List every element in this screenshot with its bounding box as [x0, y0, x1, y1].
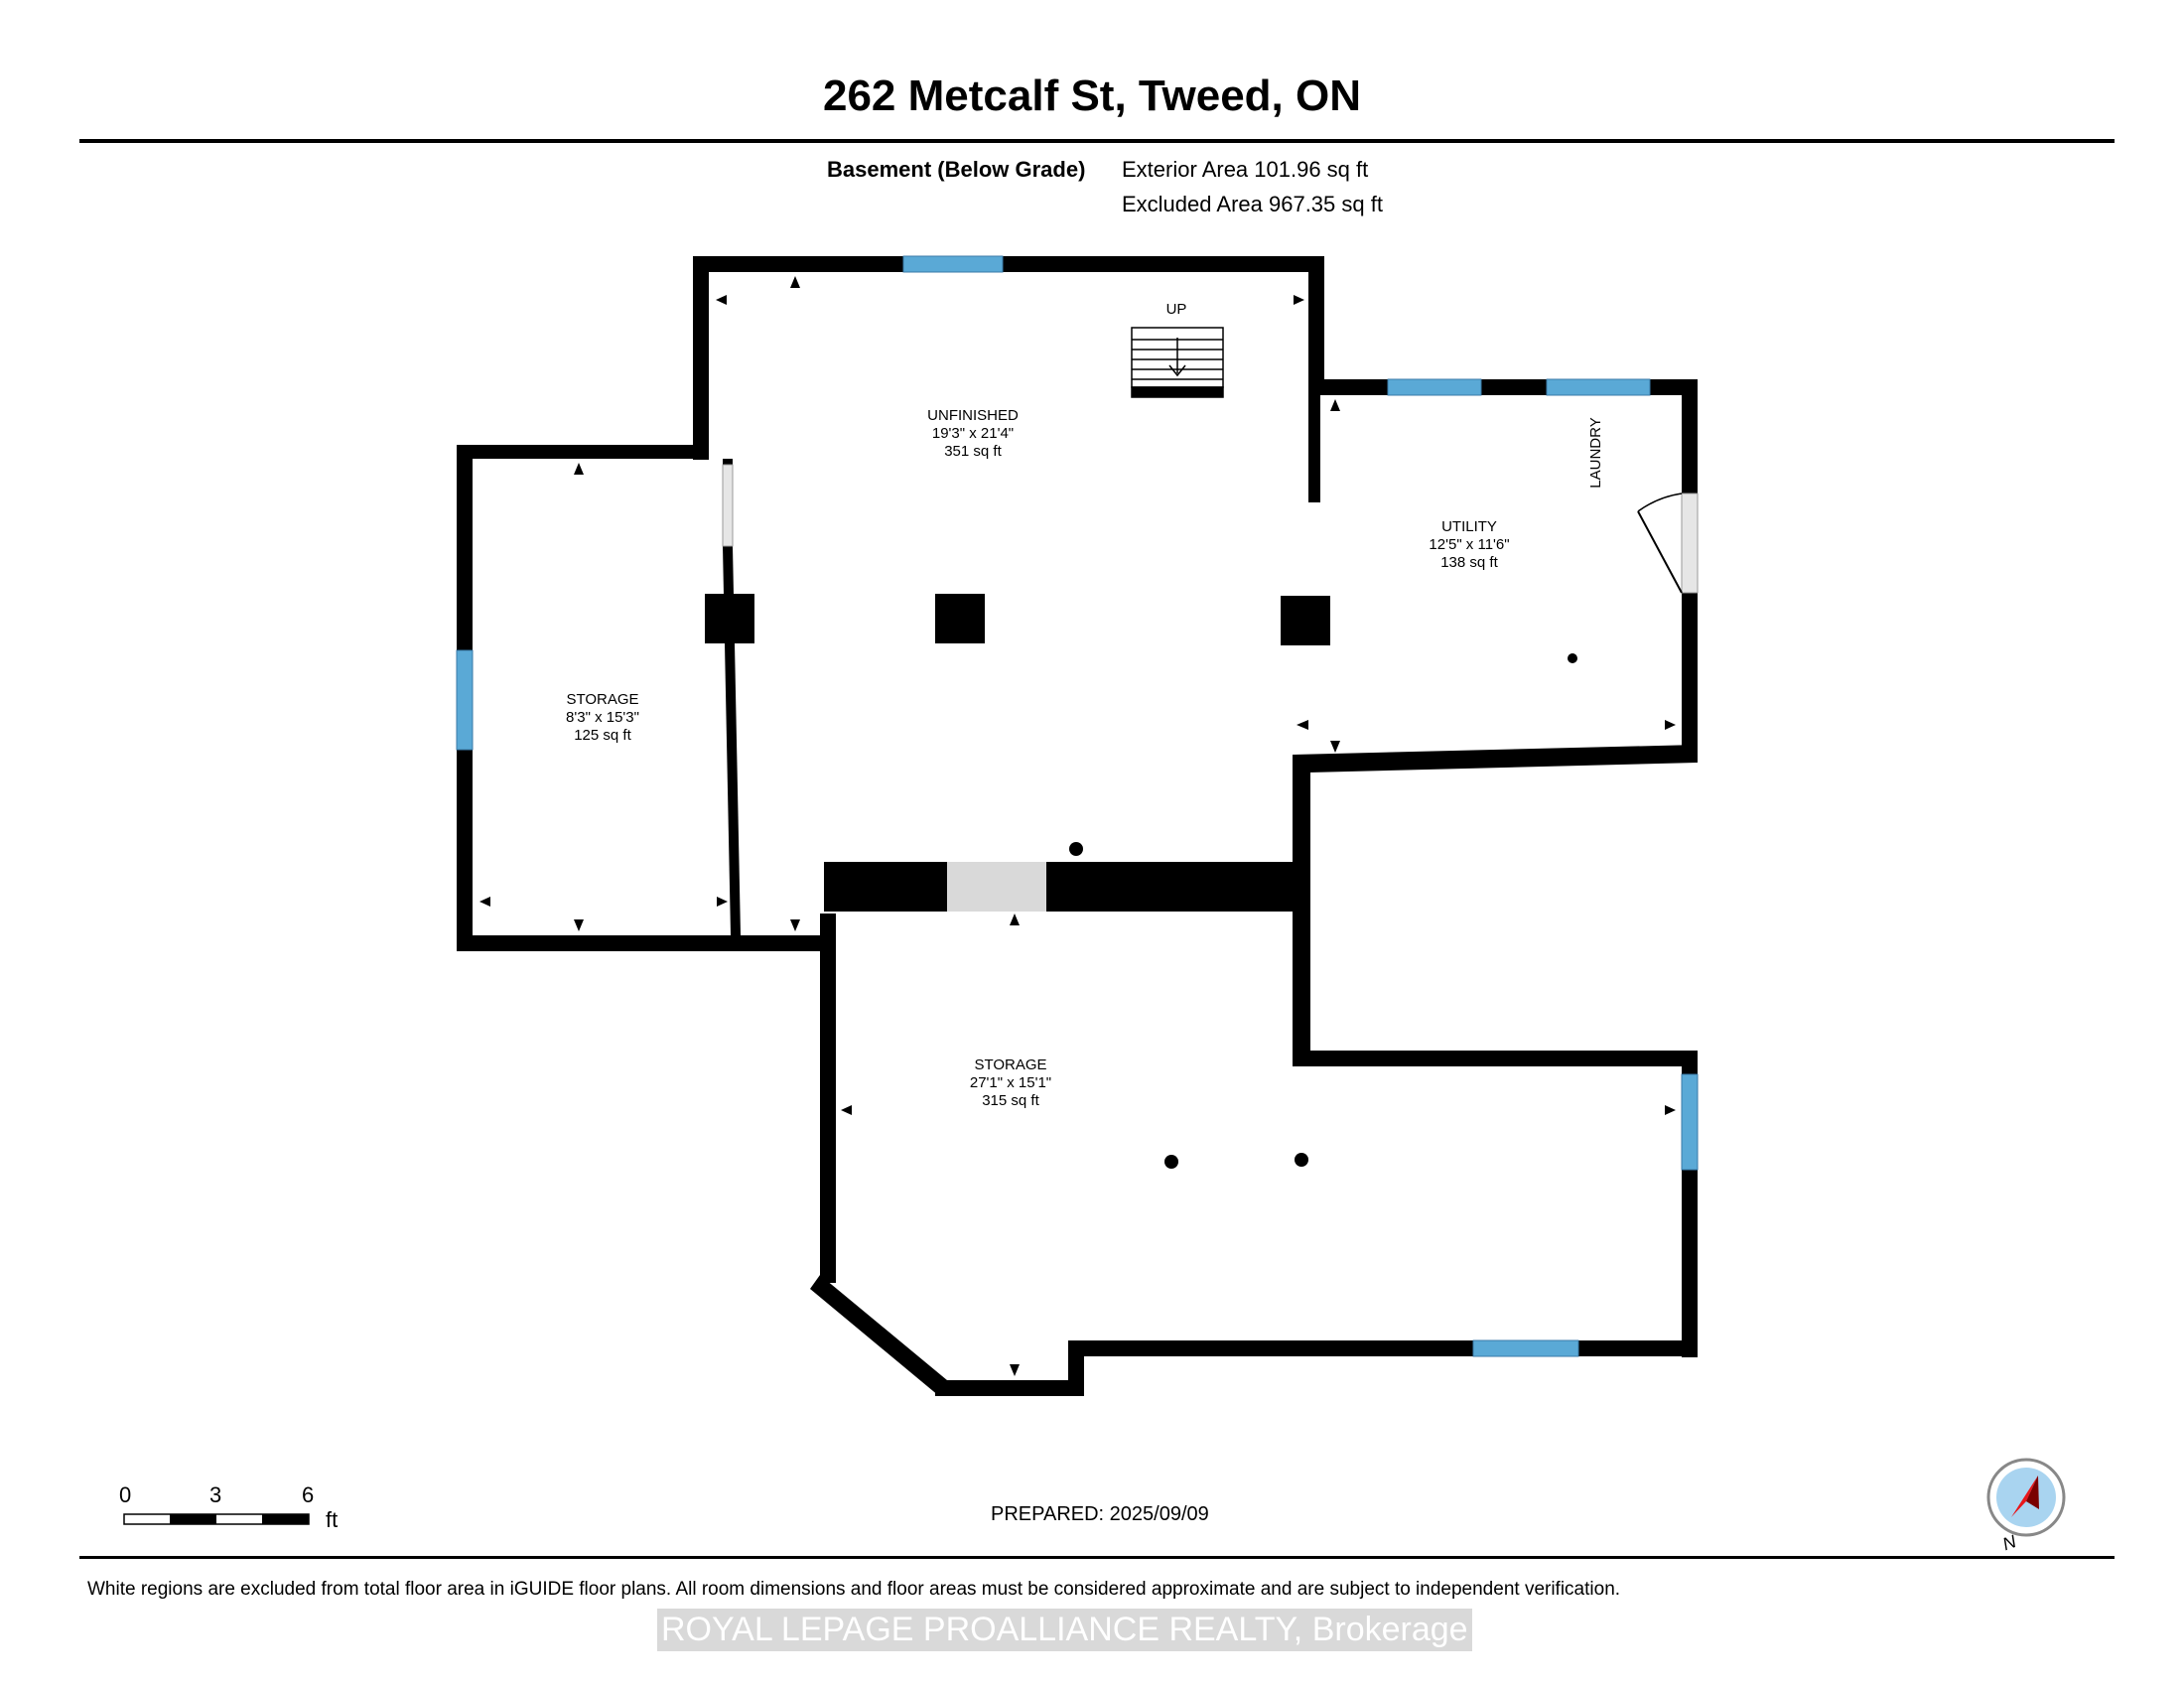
room-name-utility: UTILITY	[1441, 518, 1497, 535]
scale-unit: ft	[326, 1507, 339, 1532]
room-area-unfinished: 351 sq ft	[944, 443, 1002, 460]
header-rule	[79, 139, 2115, 143]
scale-tick-3: 3	[209, 1482, 222, 1507]
window	[902, 255, 1004, 273]
door-opening	[947, 862, 1046, 912]
stairs	[1131, 327, 1224, 398]
room-area-storage-bottom: 315 sq ft	[982, 1092, 1039, 1109]
compass-icon: N	[1986, 1458, 2066, 1554]
prepared-date: PREPARED: 2025/09/09	[991, 1503, 1209, 1525]
window	[1681, 1073, 1699, 1171]
scale-tick-0: 0	[119, 1482, 132, 1507]
room-name-storage-bottom: STORAGE	[974, 1056, 1046, 1073]
excluded-area: Excluded Area 967.35 sq ft	[1122, 192, 1383, 216]
window	[456, 649, 474, 751]
room-dims-storage-bottom: 27'1" x 15'1"	[970, 1074, 1051, 1091]
door-swing	[1637, 492, 1683, 512]
room-dims-storage-left: 8'3" x 15'3"	[566, 709, 639, 726]
door-opening	[722, 464, 734, 547]
room-dims-utility: 12'5" x 11'6"	[1429, 536, 1509, 553]
room-area-storage-left: 125 sq ft	[574, 727, 631, 744]
room-name-unfinished: UNFINISHED	[927, 407, 1019, 424]
window	[1387, 378, 1482, 396]
stairs-label: UP	[1166, 301, 1187, 318]
room-area-utility: 138 sq ft	[1440, 554, 1498, 571]
room-dims-unfinished: 19'3" x 21'4"	[932, 425, 1014, 442]
scale-tick-6: 6	[302, 1482, 315, 1507]
scale-bar	[123, 1513, 310, 1525]
footer-rule	[79, 1556, 2115, 1559]
door-opening	[1681, 492, 1699, 594]
room-name-storage-left: STORAGE	[566, 691, 638, 708]
watermark: ROYAL LEPAGE PROALLIANCE REALTY, Brokera…	[657, 1609, 1472, 1651]
exterior-area: Exterior Area 101.96 sq ft	[1122, 157, 1369, 182]
level-label: Basement (Below Grade)	[827, 157, 1086, 182]
room-labels: UNFINISHED 19'3" x 21'4" 351 sq ft STORA…	[566, 301, 1604, 1109]
laundry-label: LAUNDRY	[1587, 417, 1604, 488]
doors	[722, 464, 1699, 912]
walls	[457, 256, 1698, 1396]
disclaimer: White regions are excluded from total fl…	[87, 1579, 1621, 1600]
window	[1472, 1339, 1579, 1357]
dimension-markers	[479, 276, 1676, 1376]
windows	[456, 255, 1699, 1357]
plan-title: 262 Metcalf St, Tweed, ON	[822, 71, 1361, 120]
window	[1546, 378, 1651, 396]
